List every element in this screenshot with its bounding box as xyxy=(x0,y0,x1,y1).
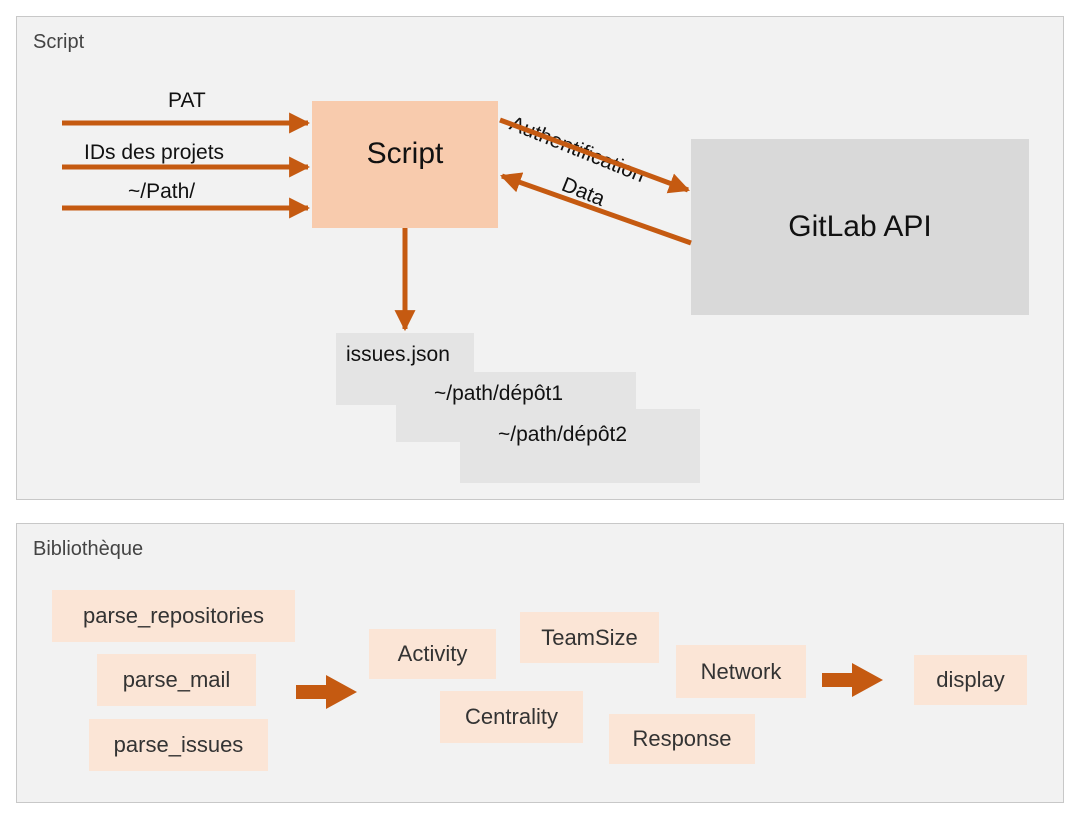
output-file-label: ~/path/dépôt1 xyxy=(434,382,564,405)
input-label-project-ids: IDs des projets xyxy=(84,141,225,164)
metric-box-teamsize: TeamSize xyxy=(520,612,659,663)
input-label-pat: PAT xyxy=(168,89,206,112)
output-file-label: ~/path/dépôt2 xyxy=(498,423,628,446)
output-file-depot2: ~/path/dépôt2 xyxy=(460,409,700,483)
parser-label: parse_repositories xyxy=(83,603,264,628)
input-label-path: ~/Path/ xyxy=(128,180,196,203)
display-box: display xyxy=(914,655,1027,705)
parser-box-issues: parse_issues xyxy=(89,719,268,771)
metric-label: Network xyxy=(700,658,782,684)
display-label: display xyxy=(936,667,1005,692)
script-panel-title: Script xyxy=(33,31,85,53)
metric-label: Response xyxy=(632,726,732,751)
metric-box-activity: Activity xyxy=(369,629,496,679)
parser-label: parse_mail xyxy=(122,667,231,692)
parser-box-repositories: parse_repositories xyxy=(52,590,295,642)
metric-label: Centrality xyxy=(465,704,558,729)
library-panel-title: Bibliothèque xyxy=(33,538,144,560)
metric-box-centrality: Centrality xyxy=(440,691,583,743)
metric-label: Activity xyxy=(397,641,468,666)
metric-box-response: Response xyxy=(609,714,755,764)
script-box: Script xyxy=(312,101,498,228)
parser-box-mail: parse_mail xyxy=(97,654,256,706)
script-box-label: Script xyxy=(366,137,444,170)
gitlab-api-box: GitLab API xyxy=(691,139,1029,315)
metric-label: TeamSize xyxy=(541,624,638,650)
gitlab-api-label: GitLab API xyxy=(788,210,932,243)
output-file-label: issues.json xyxy=(346,343,450,366)
parser-label: parse_issues xyxy=(113,732,244,757)
metric-box-network: Network xyxy=(676,645,806,698)
